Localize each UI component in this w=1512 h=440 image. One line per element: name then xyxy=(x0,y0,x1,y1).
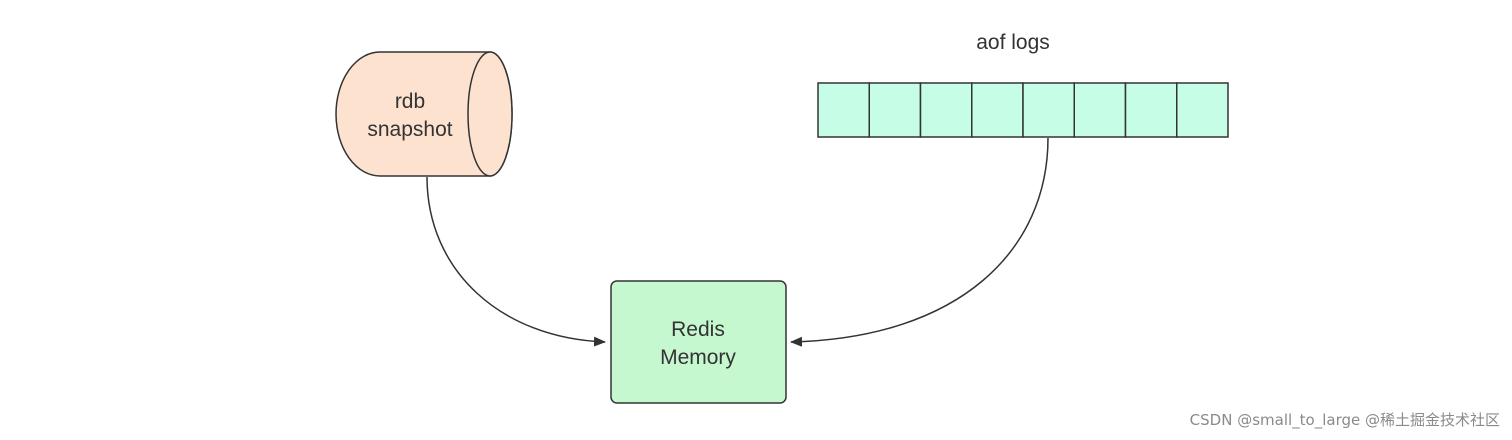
rdb-label-line2: snapshot xyxy=(367,118,452,141)
aof-log-cells xyxy=(817,82,1229,138)
aof-log-cell xyxy=(919,82,973,138)
aof-log-cell xyxy=(971,82,1024,138)
aof-log-cell xyxy=(1073,82,1127,138)
aof-logs-title: aof logs xyxy=(976,31,1050,54)
aof-log-cell xyxy=(1022,82,1075,138)
redis-memory-rect xyxy=(610,280,787,404)
rdb-cylinder-end xyxy=(467,51,513,177)
redis-memory-box: Redis Memory xyxy=(610,280,787,404)
rdb-snapshot-cylinder: rdb snapshot xyxy=(335,51,513,177)
watermark: CSDN @small_to_large @稀土掘金技术社区 xyxy=(1189,411,1500,429)
aof-log-cell xyxy=(1176,82,1229,138)
aof-to-redis-arrow xyxy=(790,137,1049,347)
rdb-label-line1: rdb xyxy=(395,90,425,113)
rdb-to-redis-arrow xyxy=(426,176,606,347)
aof-log-cell xyxy=(1124,82,1178,138)
redis-label-line2: Memory xyxy=(660,346,736,369)
aof-log-cell xyxy=(868,82,922,138)
redis-label-line1: Redis xyxy=(671,318,725,341)
aof-log-cell xyxy=(817,82,870,138)
